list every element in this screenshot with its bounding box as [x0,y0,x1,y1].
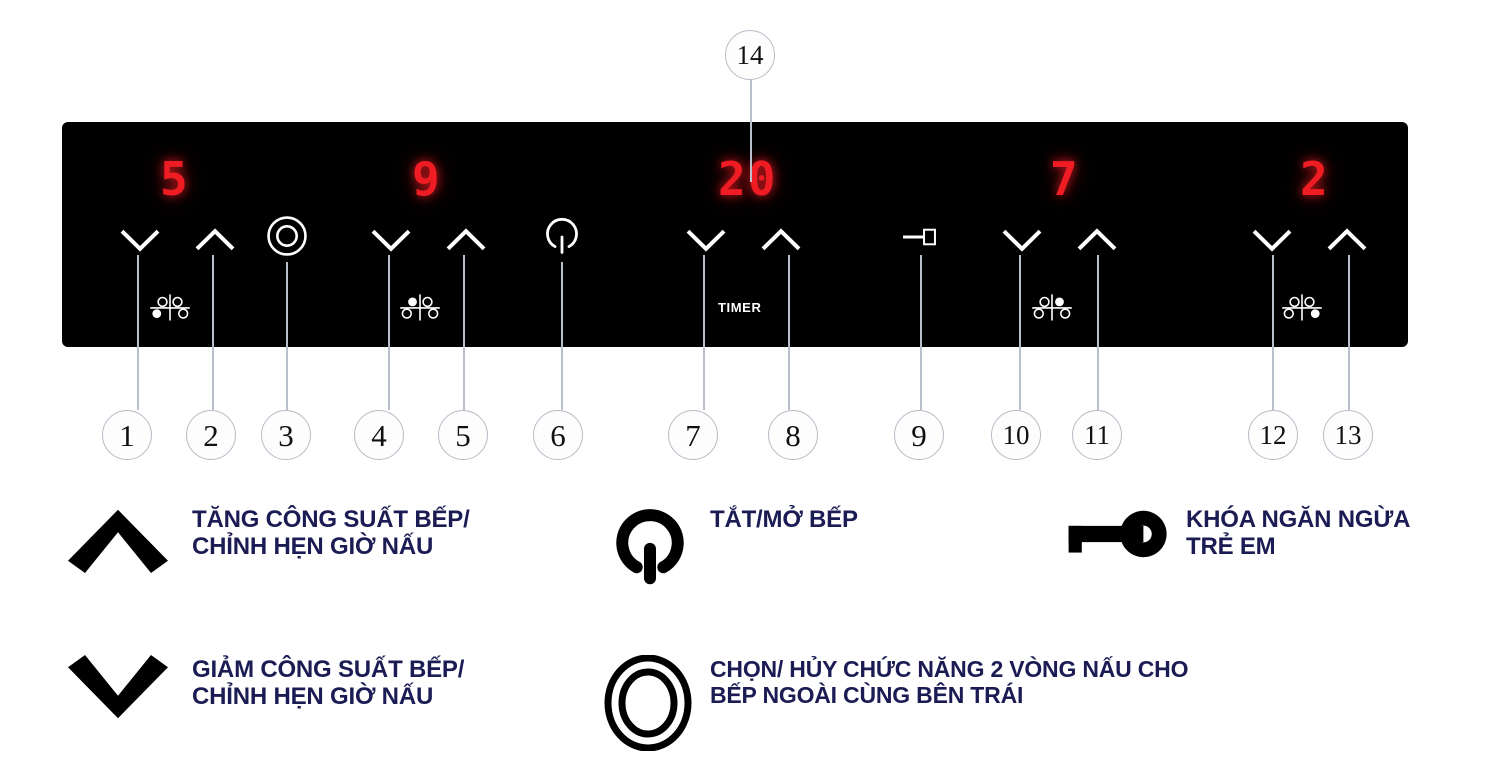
key-icon [1062,505,1172,563]
callout-label: 4 [371,417,387,453]
chevron-up-icon[interactable] [444,218,488,267]
callout-5: 5 [438,410,488,460]
callout-leader-line [1019,255,1021,410]
chevron-up-icon[interactable] [1075,218,1119,267]
legend-text: TẮT/MỞ BẾP [710,506,858,533]
callout-11: 11 [1072,410,1122,460]
callout-leader-line [561,262,563,410]
chevron-down-icon [68,655,168,723]
legend-text: GIẢM CÔNG SUẤT BẾP/ CHỈNH HẸN GIỜ NẤU [192,656,465,710]
legend-item-4: CHỌN/ HỦY CHỨC NĂNG 2 VÒNG NẤU CHO BẾP N… [600,655,1188,751]
callout-leader-line [1348,255,1350,410]
power-icon [608,505,692,589]
callout-leader-line [212,255,214,410]
callout-label: 10 [1002,419,1030,450]
callout-14: 14 [725,30,775,80]
legend-item-3: TẮT/MỞ BẾP [608,505,858,589]
power-display-2: 9 [412,152,442,206]
callout-leader-line [137,255,139,410]
timer-label: TIMER [718,300,762,315]
callout-leader-line [1097,255,1099,410]
callout-label: 7 [685,417,701,453]
callout-6: 6 [533,410,583,460]
burner-position-indicator-4 [1280,292,1324,327]
burner-position-indicator-1 [148,292,192,327]
chevron-up-icon [68,505,168,573]
dual-ring-icon[interactable] [265,214,309,263]
callout-leader-line [750,80,752,182]
callout-7: 7 [668,410,718,460]
callout-leader-line [920,255,922,410]
callout-leader-line [703,255,705,410]
callout-label: 14 [736,39,764,70]
callout-leader-line [388,255,390,410]
legend-text: KHÓA NGĂN NGỪA TRẺ EM [1186,506,1411,560]
callout-label: 2 [203,417,219,453]
callout-2: 2 [186,410,236,460]
burner-position-indicator-2 [398,292,442,327]
power-display-4: 7 [1050,152,1080,206]
callout-13: 13 [1323,410,1373,460]
dual-ring-icon [600,655,696,751]
chevron-down-icon[interactable] [684,218,728,267]
callout-label: 3 [278,417,294,453]
chevron-down-icon[interactable] [369,218,413,267]
callout-label: 1 [119,417,135,453]
callout-3: 3 [261,410,311,460]
chevron-down-icon[interactable] [1250,218,1294,267]
callout-leader-line [286,262,288,410]
chevron-up-icon[interactable] [193,218,237,267]
callout-leader-line [1272,255,1274,410]
power-display-1: 5 [160,152,190,206]
power-display-3: 20 [718,152,778,206]
legend-item-1: TĂNG CÔNG SUẤT BẾP/ CHỈNH HẸN GIỜ NẤU [68,505,470,573]
chevron-down-icon[interactable] [118,218,162,267]
callout-label: 13 [1334,419,1362,450]
chevron-up-icon[interactable] [1325,218,1369,267]
callout-label: 9 [911,417,927,453]
key-icon[interactable] [898,224,940,255]
callout-9: 9 [894,410,944,460]
callout-label: 8 [785,417,801,453]
burner-position-indicator-3 [1030,292,1074,327]
callout-8: 8 [768,410,818,460]
callout-leader-line [788,255,790,410]
callout-label: 6 [550,417,566,453]
power-display-5: 2 [1300,152,1330,206]
callout-4: 4 [354,410,404,460]
callout-10: 10 [991,410,1041,460]
power-icon[interactable] [540,214,584,263]
legend-text: CHỌN/ HỦY CHỨC NĂNG 2 VÒNG NẤU CHO BẾP N… [710,656,1189,708]
callout-1: 1 [102,410,152,460]
callout-leader-line [463,255,465,410]
legend-item-2: GIẢM CÔNG SUẤT BẾP/ CHỈNH HẸN GIỜ NẤU [68,655,464,723]
legend-text: TĂNG CÔNG SUẤT BẾP/ CHỈNH HẸN GIỜ NẤU [192,506,470,560]
callout-label: 12 [1259,419,1287,450]
callout-label: 11 [1084,419,1110,450]
callout-label: 5 [455,417,471,453]
legend-item-5: KHÓA NGĂN NGỪA TRẺ EM [1062,505,1410,563]
chevron-down-icon[interactable] [1000,218,1044,267]
chevron-up-icon[interactable] [759,218,803,267]
callout-12: 12 [1248,410,1298,460]
